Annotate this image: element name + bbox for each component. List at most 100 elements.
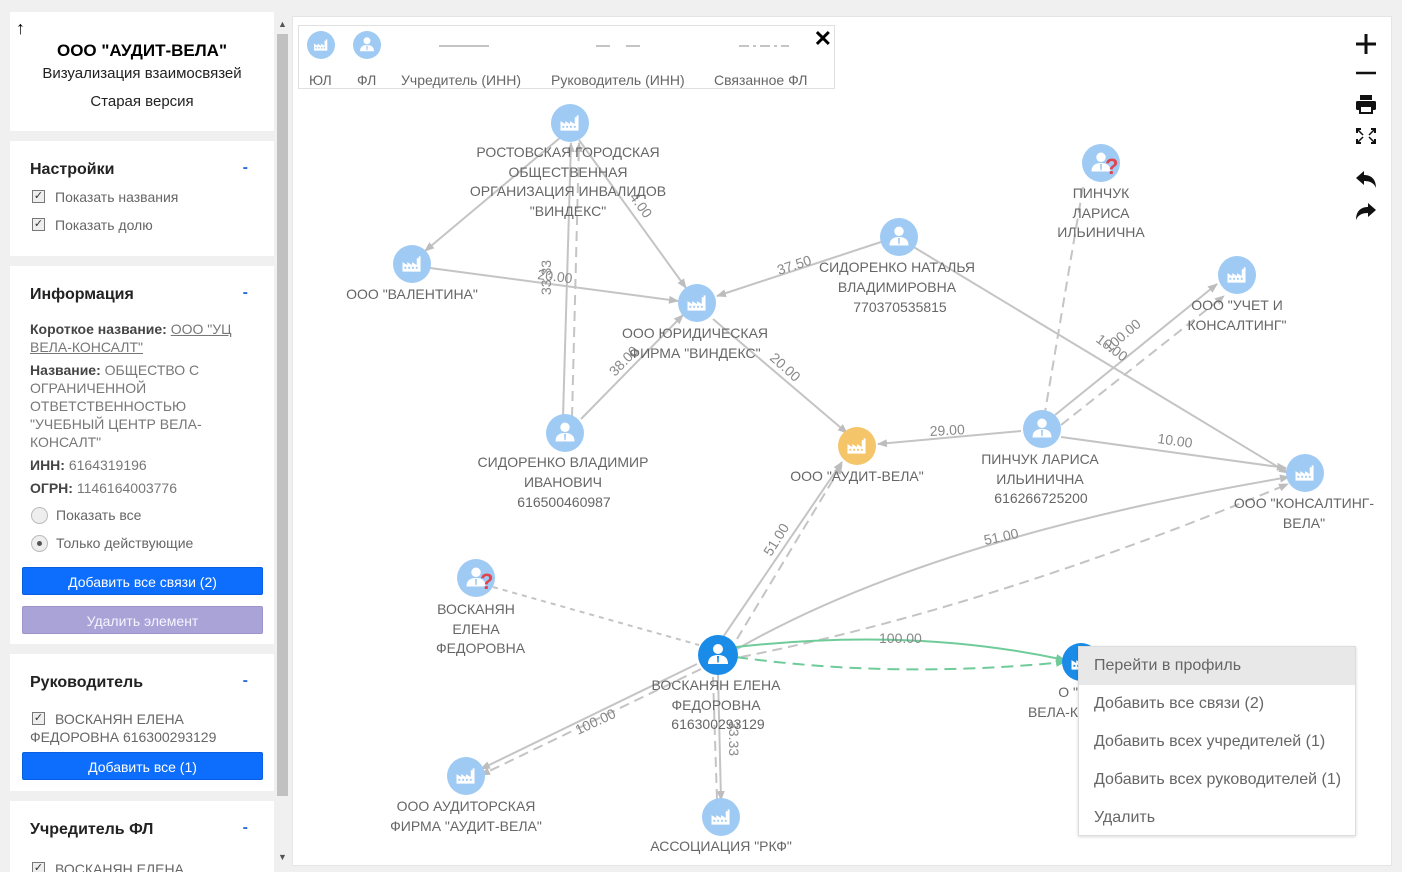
- edge-label: 51.00: [760, 520, 792, 558]
- old-version-link[interactable]: Старая версия: [90, 93, 194, 110]
- delete-element-button[interactable]: Удалить элемент: [22, 606, 263, 634]
- radio-active-label: Только действующие: [56, 535, 194, 551]
- edge-rostov-yur[interactable]: [578, 139, 687, 289]
- node-uchet[interactable]: [1218, 256, 1256, 294]
- founder-checkbox[interactable]: ✓ ВОСКАНЯН ЕЛЕНА: [10, 857, 274, 872]
- checkbox-checked-icon[interactable]: ✓: [32, 218, 45, 231]
- node-audit-vela[interactable]: [838, 427, 876, 465]
- collapse-founder-button[interactable]: -: [242, 819, 248, 836]
- add-all-links-button[interactable]: Добавить все связи (2): [22, 567, 263, 595]
- node-auditorskaya[interactable]: [447, 757, 485, 795]
- node-label-rkf: АССОЦИАЦИЯ "РКФ": [650, 838, 792, 854]
- inn-value: 6164319196: [68, 457, 147, 473]
- edge-v-kons[interactable]: [736, 474, 1290, 650]
- zoom-in-icon[interactable]: [1353, 31, 1379, 57]
- menu-item-delete[interactable]: Удалить: [1094, 809, 1156, 826]
- scroll-down-icon[interactable]: ▼: [278, 852, 287, 862]
- undo-icon[interactable]: [1353, 169, 1379, 191]
- edge-val-yur[interactable]: [429, 267, 679, 304]
- radio-off-icon[interactable]: [31, 507, 48, 524]
- edge-sv-rostov-dir[interactable]: [571, 142, 583, 418]
- edge-v-uc-green-dir[interactable]: [735, 656, 1066, 671]
- edge-yur-audit[interactable]: [712, 318, 848, 434]
- close-icon[interactable]: ✕: [813, 26, 832, 51]
- edge-pinchuk-uchet[interactable]: [1054, 283, 1218, 416]
- arrow-up-icon[interactable]: ↑: [16, 18, 25, 38]
- edge-pinchuk-uchet-dir[interactable]: [1060, 295, 1225, 426]
- checkbox-checked-icon[interactable]: ✓: [32, 712, 45, 725]
- scroll-up-icon[interactable]: ▲: [278, 19, 287, 29]
- graph-canvas[interactable]: 4.00 33.33 20.00 37.50 38.00 20.00 29.00…: [292, 16, 1392, 866]
- company-title: ООО "АУДИТ-ВЕЛА": [56, 41, 228, 60]
- edge-label: 20.00: [537, 266, 574, 286]
- edge-v-rkf-dir[interactable]: [712, 676, 718, 801]
- menu-item-add-all-links[interactable]: Добавить все связи (2): [1094, 695, 1265, 712]
- node-pinchuk-q[interactable]: ?: [1082, 144, 1120, 182]
- edge-v-uc-green[interactable]: [735, 638, 1066, 663]
- zoom-out-icon[interactable]: [1353, 63, 1379, 83]
- node-label-audit-vela: ООО "АУДИТ-ВЕЛА": [790, 468, 924, 484]
- node-sidorenko-n[interactable]: [880, 218, 918, 256]
- node-label-uc-vela: О " ВЕЛА-К: [1027, 684, 1078, 720]
- director-title: Руководитель: [30, 674, 144, 691]
- menu-item-add-all-directors[interactable]: Добавить всех руководителей (1): [1094, 771, 1342, 788]
- radio-active-only[interactable]: Только действующие: [10, 531, 274, 559]
- edge-rostov-valentina[interactable]: [424, 136, 562, 252]
- checkbox-checked-icon[interactable]: ✓: [32, 862, 45, 872]
- radio-show-all[interactable]: Показать все: [10, 503, 274, 531]
- node-yur[interactable]: [678, 284, 716, 322]
- node-konsalting[interactable]: [1286, 454, 1324, 492]
- sidebar-scrollbar[interactable]: ▲ ▼: [275, 16, 290, 868]
- edge-pinchuk-q-pinchuk[interactable]: [1044, 186, 1084, 413]
- edge-voskanyan-q[interactable]: [492, 586, 700, 646]
- edge-sn-yur[interactable]: [716, 241, 882, 297]
- node-valentina[interactable]: [393, 245, 431, 283]
- scrollbar-thumb[interactable]: [277, 34, 288, 796]
- legend-founder-label: Учредитель (ИНН): [401, 72, 521, 88]
- menu-item-add-all-founders[interactable]: Добавить всех учредителей (1): [1094, 733, 1326, 750]
- short-name-link[interactable]: ООО "УЦ ВЕЛА-КОНСАЛТ": [30, 321, 232, 355]
- edge-label: 51.00: [982, 525, 1020, 548]
- node-label-pinchuk-q: ПИНЧУК ЛАРИСА ИЛЬИНИЧНА: [1057, 185, 1145, 240]
- node-rkf[interactable]: [702, 798, 740, 836]
- collapse-settings-button[interactable]: -: [242, 159, 248, 176]
- edge-v-auditorskaya[interactable]: [480, 663, 698, 770]
- collapse-info-button[interactable]: -: [242, 284, 248, 301]
- edge-sn-kons[interactable]: [911, 245, 1289, 474]
- edge-label: 33.33: [726, 721, 742, 756]
- edges: [424, 136, 1290, 801]
- node-rostov[interactable]: [551, 104, 589, 142]
- founder-person: ВОСКАНЯН ЕЛЕНА: [55, 861, 184, 872]
- collapse-director-button[interactable]: -: [242, 672, 248, 689]
- director-checkbox[interactable]: ✓ ВОСКАНЯН ЕЛЕНА ФЕДОРОВНА 616300293129: [10, 710, 274, 750]
- redo-icon[interactable]: [1353, 201, 1379, 223]
- show-share-checkbox[interactable]: ✓ Показать долю: [10, 213, 274, 241]
- node-label-valentina: ООО "ВАЛЕНТИНА": [346, 286, 478, 302]
- node-voskanyan-q[interactable]: ?: [457, 559, 495, 597]
- fullscreen-icon[interactable]: [1353, 125, 1379, 147]
- menu-item-go-to-profile[interactable]: Перейти в профиль: [1079, 647, 1355, 685]
- edge-pinchuk-kons[interactable]: [1060, 436, 1287, 471]
- print-icon[interactable]: [1353, 93, 1379, 115]
- node-inn-sidorenko-n: 770370535815: [853, 299, 947, 315]
- edge-v-audit[interactable]: [722, 461, 843, 638]
- edge-pinchuk-audit[interactable]: [877, 430, 1022, 448]
- add-all-directors-button[interactable]: Добавить все (1): [22, 752, 263, 780]
- edge-sv-yur[interactable]: [580, 314, 684, 420]
- show-names-checkbox[interactable]: ✓ Показать названия: [10, 185, 274, 213]
- edge-v-audit-dir[interactable]: [736, 464, 843, 640]
- node-sidorenko-v[interactable]: [546, 414, 584, 452]
- edge-label: 33.33: [538, 260, 554, 295]
- checkbox-checked-icon[interactable]: ✓: [32, 190, 45, 203]
- radio-on-icon[interactable]: [31, 535, 48, 552]
- ogrn-line: ОГРН: 1146164003776: [10, 479, 274, 497]
- node-voskanyan[interactable]: [698, 635, 738, 675]
- edge-label: 100.00: [879, 630, 922, 646]
- edge-v-rkf[interactable]: [716, 674, 725, 801]
- edge-v-kons-dir[interactable]: [740, 483, 1289, 658]
- edge-v-auditorskaya-dir[interactable]: [480, 668, 702, 776]
- node-pinchuk[interactable]: [1023, 410, 1061, 448]
- sidebar: ↑ ООО "АУДИТ-ВЕЛА" Визуализация взаимосв…: [10, 12, 274, 872]
- edge-sv-rostov[interactable]: [562, 142, 575, 418]
- graph-svg[interactable]: 4.00 33.33 20.00 37.50 38.00 20.00 29.00…: [293, 17, 1393, 867]
